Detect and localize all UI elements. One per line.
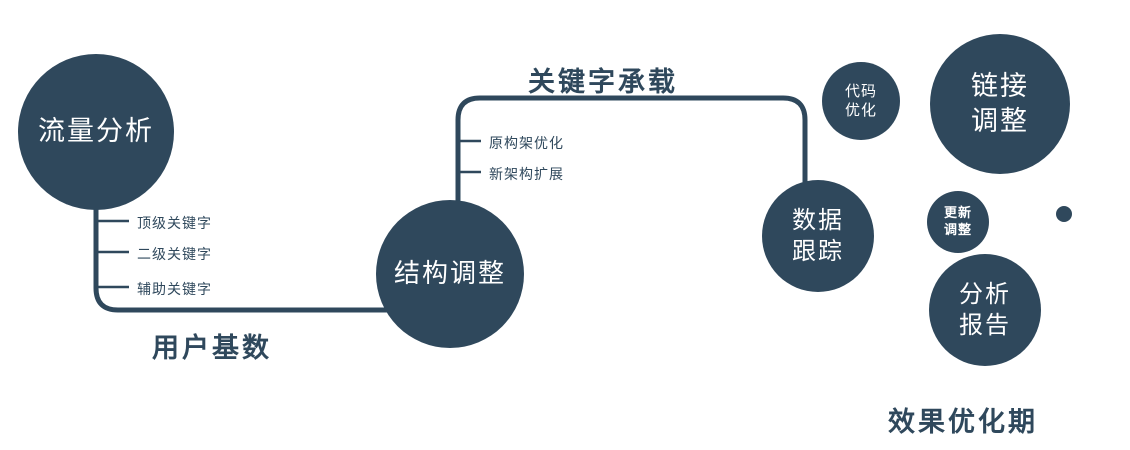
node-analysis-report: 分析 报告 bbox=[929, 254, 1041, 366]
node-link-adjustment: 链接 调整 bbox=[930, 34, 1070, 174]
node-traffic-analysis: 流量分析 bbox=[18, 54, 174, 210]
node-update-adjustment: 更新 调整 bbox=[927, 191, 989, 253]
caption-effect-optimization-period: 效果优化期 bbox=[888, 407, 1038, 437]
node-update-adjustment-line1: 更新 bbox=[943, 205, 972, 221]
edge-structure-to-data bbox=[455, 95, 808, 206]
node-code-optimization-line2: 优化 bbox=[844, 102, 877, 119]
branch-label-orig-architecture: 原构架优化 bbox=[489, 135, 564, 151]
branch-label-aux-keyword: 辅助关键字 bbox=[137, 281, 212, 297]
node-code-optimization-line1: 代码 bbox=[844, 82, 877, 100]
branch-label-new-architecture: 新架构扩展 bbox=[489, 166, 564, 182]
edge-label-user-base: 用户基数 bbox=[152, 333, 272, 363]
edge-label-keyword-carrying: 关键字承载 bbox=[528, 67, 678, 97]
node-data-tracking-line1: 数据 bbox=[792, 206, 844, 234]
node-code-optimization: 代码 优化 bbox=[822, 62, 900, 140]
node-update-adjustment-line2: 调整 bbox=[943, 222, 972, 237]
node-data-tracking: 数据 跟踪 bbox=[762, 180, 874, 292]
node-traffic-analysis-label: 流量分析 bbox=[38, 116, 154, 147]
node-analysis-report-line2: 报告 bbox=[959, 312, 1011, 339]
branch-label-second-keyword: 二级关键字 bbox=[137, 246, 212, 262]
node-data-tracking-line2: 跟踪 bbox=[792, 238, 844, 265]
node-structure-adjustment-label: 结构调整 bbox=[393, 258, 506, 289]
node-link-adjustment-line2: 调整 bbox=[971, 106, 1029, 136]
node-analysis-report-line1: 分析 bbox=[959, 280, 1011, 308]
node-link-adjustment-line1: 链接 bbox=[971, 70, 1029, 101]
small-dot-marker bbox=[1056, 206, 1072, 222]
branch-label-top-keyword: 顶级关键字 bbox=[137, 215, 212, 231]
node-structure-adjustment: 结构调整 bbox=[376, 200, 524, 348]
